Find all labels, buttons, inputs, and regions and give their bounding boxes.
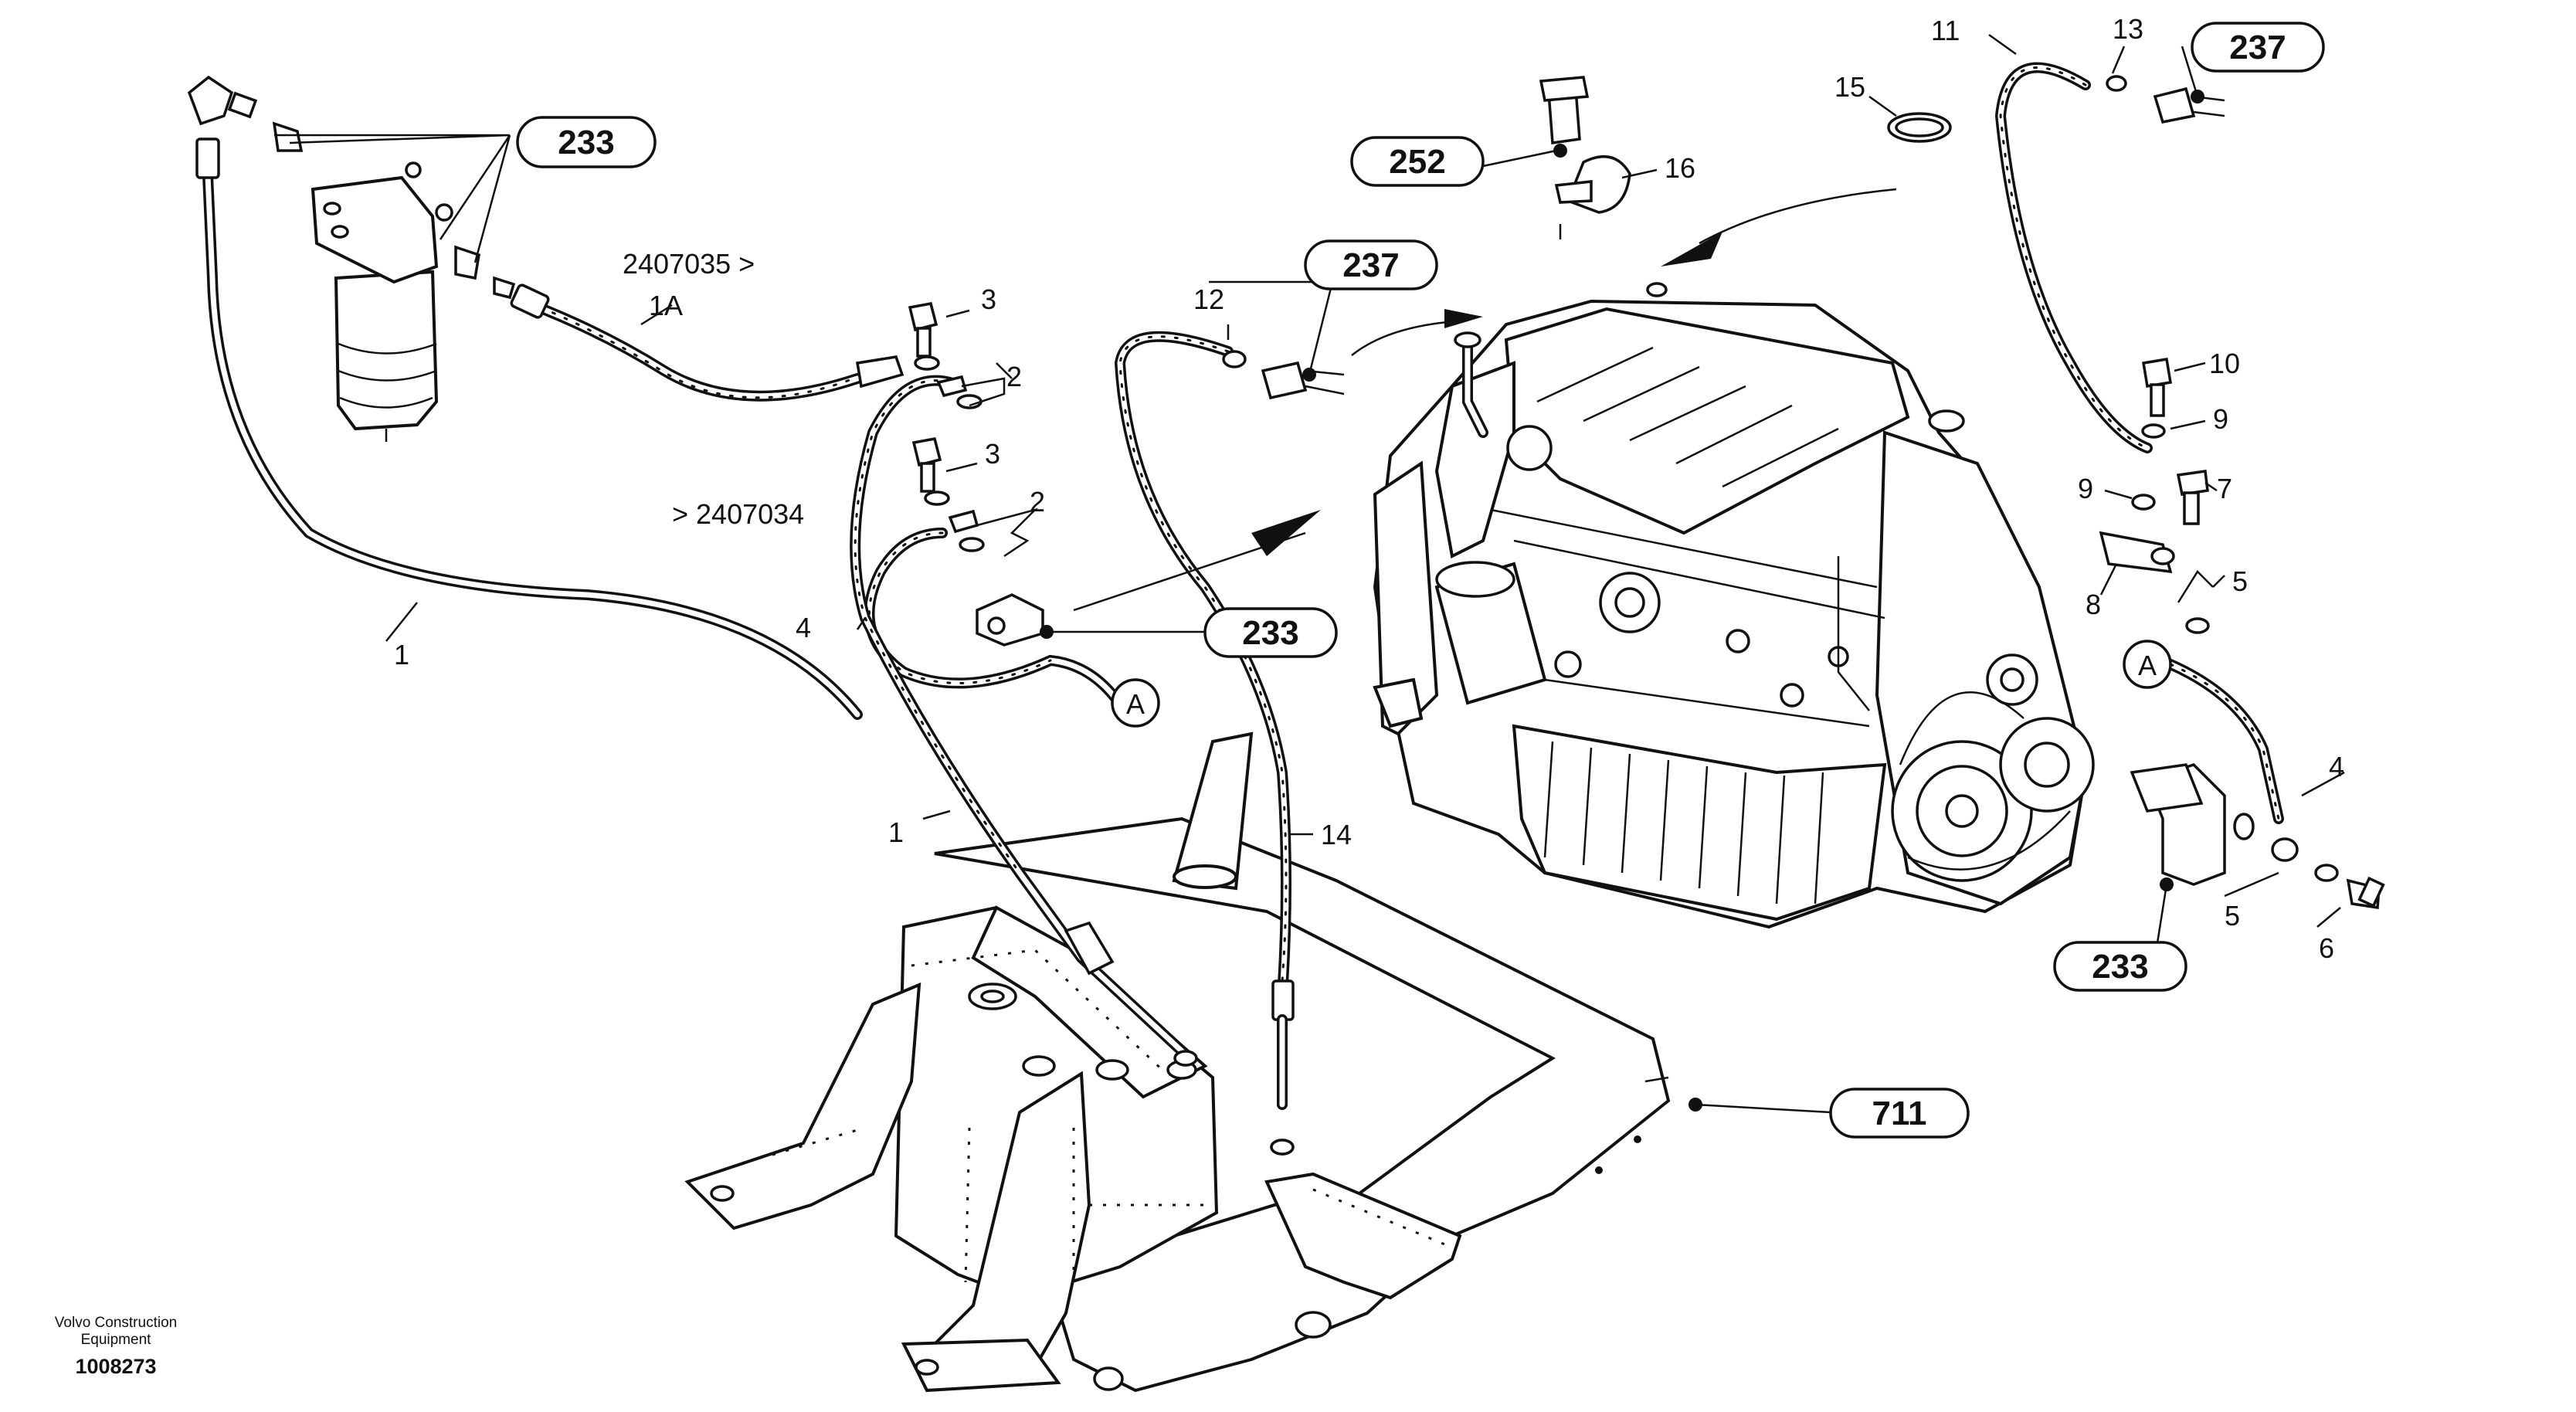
callout-233-filter[interactable]: 233: [516, 116, 657, 168]
callout-237-top-right-label: 237: [2229, 29, 2286, 66]
part-label-7: 7: [2217, 473, 2232, 504]
part-label-4-left: 4: [796, 612, 811, 643]
part-label-2-lower: 2: [1030, 486, 1045, 518]
brand-name: Volvo Construction Equipment: [54, 1315, 178, 1348]
part-label-9-upper: 9: [2213, 403, 2228, 435]
engine: [1373, 282, 2095, 929]
callout-252-label: 252: [1389, 143, 1445, 181]
fuel-filter: [187, 75, 516, 442]
part-label-5-upper: 5: [2232, 565, 2248, 597]
fuel-hoses: [195, 62, 2284, 1156]
leader-lines: [274, 33, 2345, 1114]
callout-237-top-right[interactable]: 237: [2191, 22, 2325, 73]
serial-range-from: 2407035 >: [623, 248, 755, 280]
part-label-6: 6: [2319, 932, 2334, 964]
callout-233-filter-label: 233: [558, 124, 614, 161]
callout-233-center-label: 233: [1242, 614, 1298, 652]
part-label-3-lower: 3: [985, 438, 1000, 470]
part-label-3-upper: 3: [981, 283, 996, 315]
connector-a-right-label: A: [2138, 650, 2157, 681]
part-label-9-lower: 9: [2078, 473, 2093, 504]
frame-bracket: [684, 731, 1671, 1393]
part-label-2-upper: 2: [1006, 361, 1022, 392]
footer-block: Volvo Construction Equipment 1008273: [31, 1315, 201, 1379]
part-label-14: 14: [1321, 819, 1352, 850]
callout-711[interactable]: 711: [1829, 1088, 1970, 1139]
callout-237-center[interactable]: 237: [1304, 239, 1438, 290]
part-label-16: 16: [1665, 152, 1695, 184]
callout-233-lower-right[interactable]: 233: [2053, 941, 2187, 992]
part-label-15: 15: [1834, 71, 1865, 103]
connector-a-left: A: [1111, 678, 1160, 728]
part-label-1-lower: 1: [888, 816, 904, 848]
part-label-4-right: 4: [2329, 751, 2344, 782]
part-label-5-lower: 5: [2225, 900, 2240, 932]
serial-range-until: > 2407034: [672, 498, 804, 530]
part-label-1a: 1A: [649, 290, 683, 321]
flow-arrows: [1073, 188, 1897, 612]
callout-252[interactable]: 252: [1350, 136, 1485, 187]
part-label-12: 12: [1193, 283, 1224, 315]
part-number-labels: 1 1 1A 2 2 3 3 4 4 5 5 6 7 8 9 9 10 11 1…: [394, 13, 2344, 964]
part-label-13: 13: [2113, 13, 2143, 45]
fittings: [908, 75, 2385, 910]
part-label-11: 11: [1931, 15, 1960, 46]
part-label-1-upper: 1: [394, 639, 409, 670]
connector-a-right: A: [2123, 640, 2172, 689]
part-label-8: 8: [2086, 589, 2101, 620]
part-label-10: 10: [2209, 348, 2240, 379]
callout-233-lower-right-label: 233: [2092, 948, 2148, 986]
callout-233-center[interactable]: 233: [1203, 607, 1338, 658]
connector-a-left-label: A: [1126, 688, 1145, 720]
callout-711-label: 711: [1872, 1095, 1927, 1132]
drawing-number: 1008273: [75, 1355, 157, 1378]
callout-237-center-label: 237: [1342, 246, 1399, 284]
